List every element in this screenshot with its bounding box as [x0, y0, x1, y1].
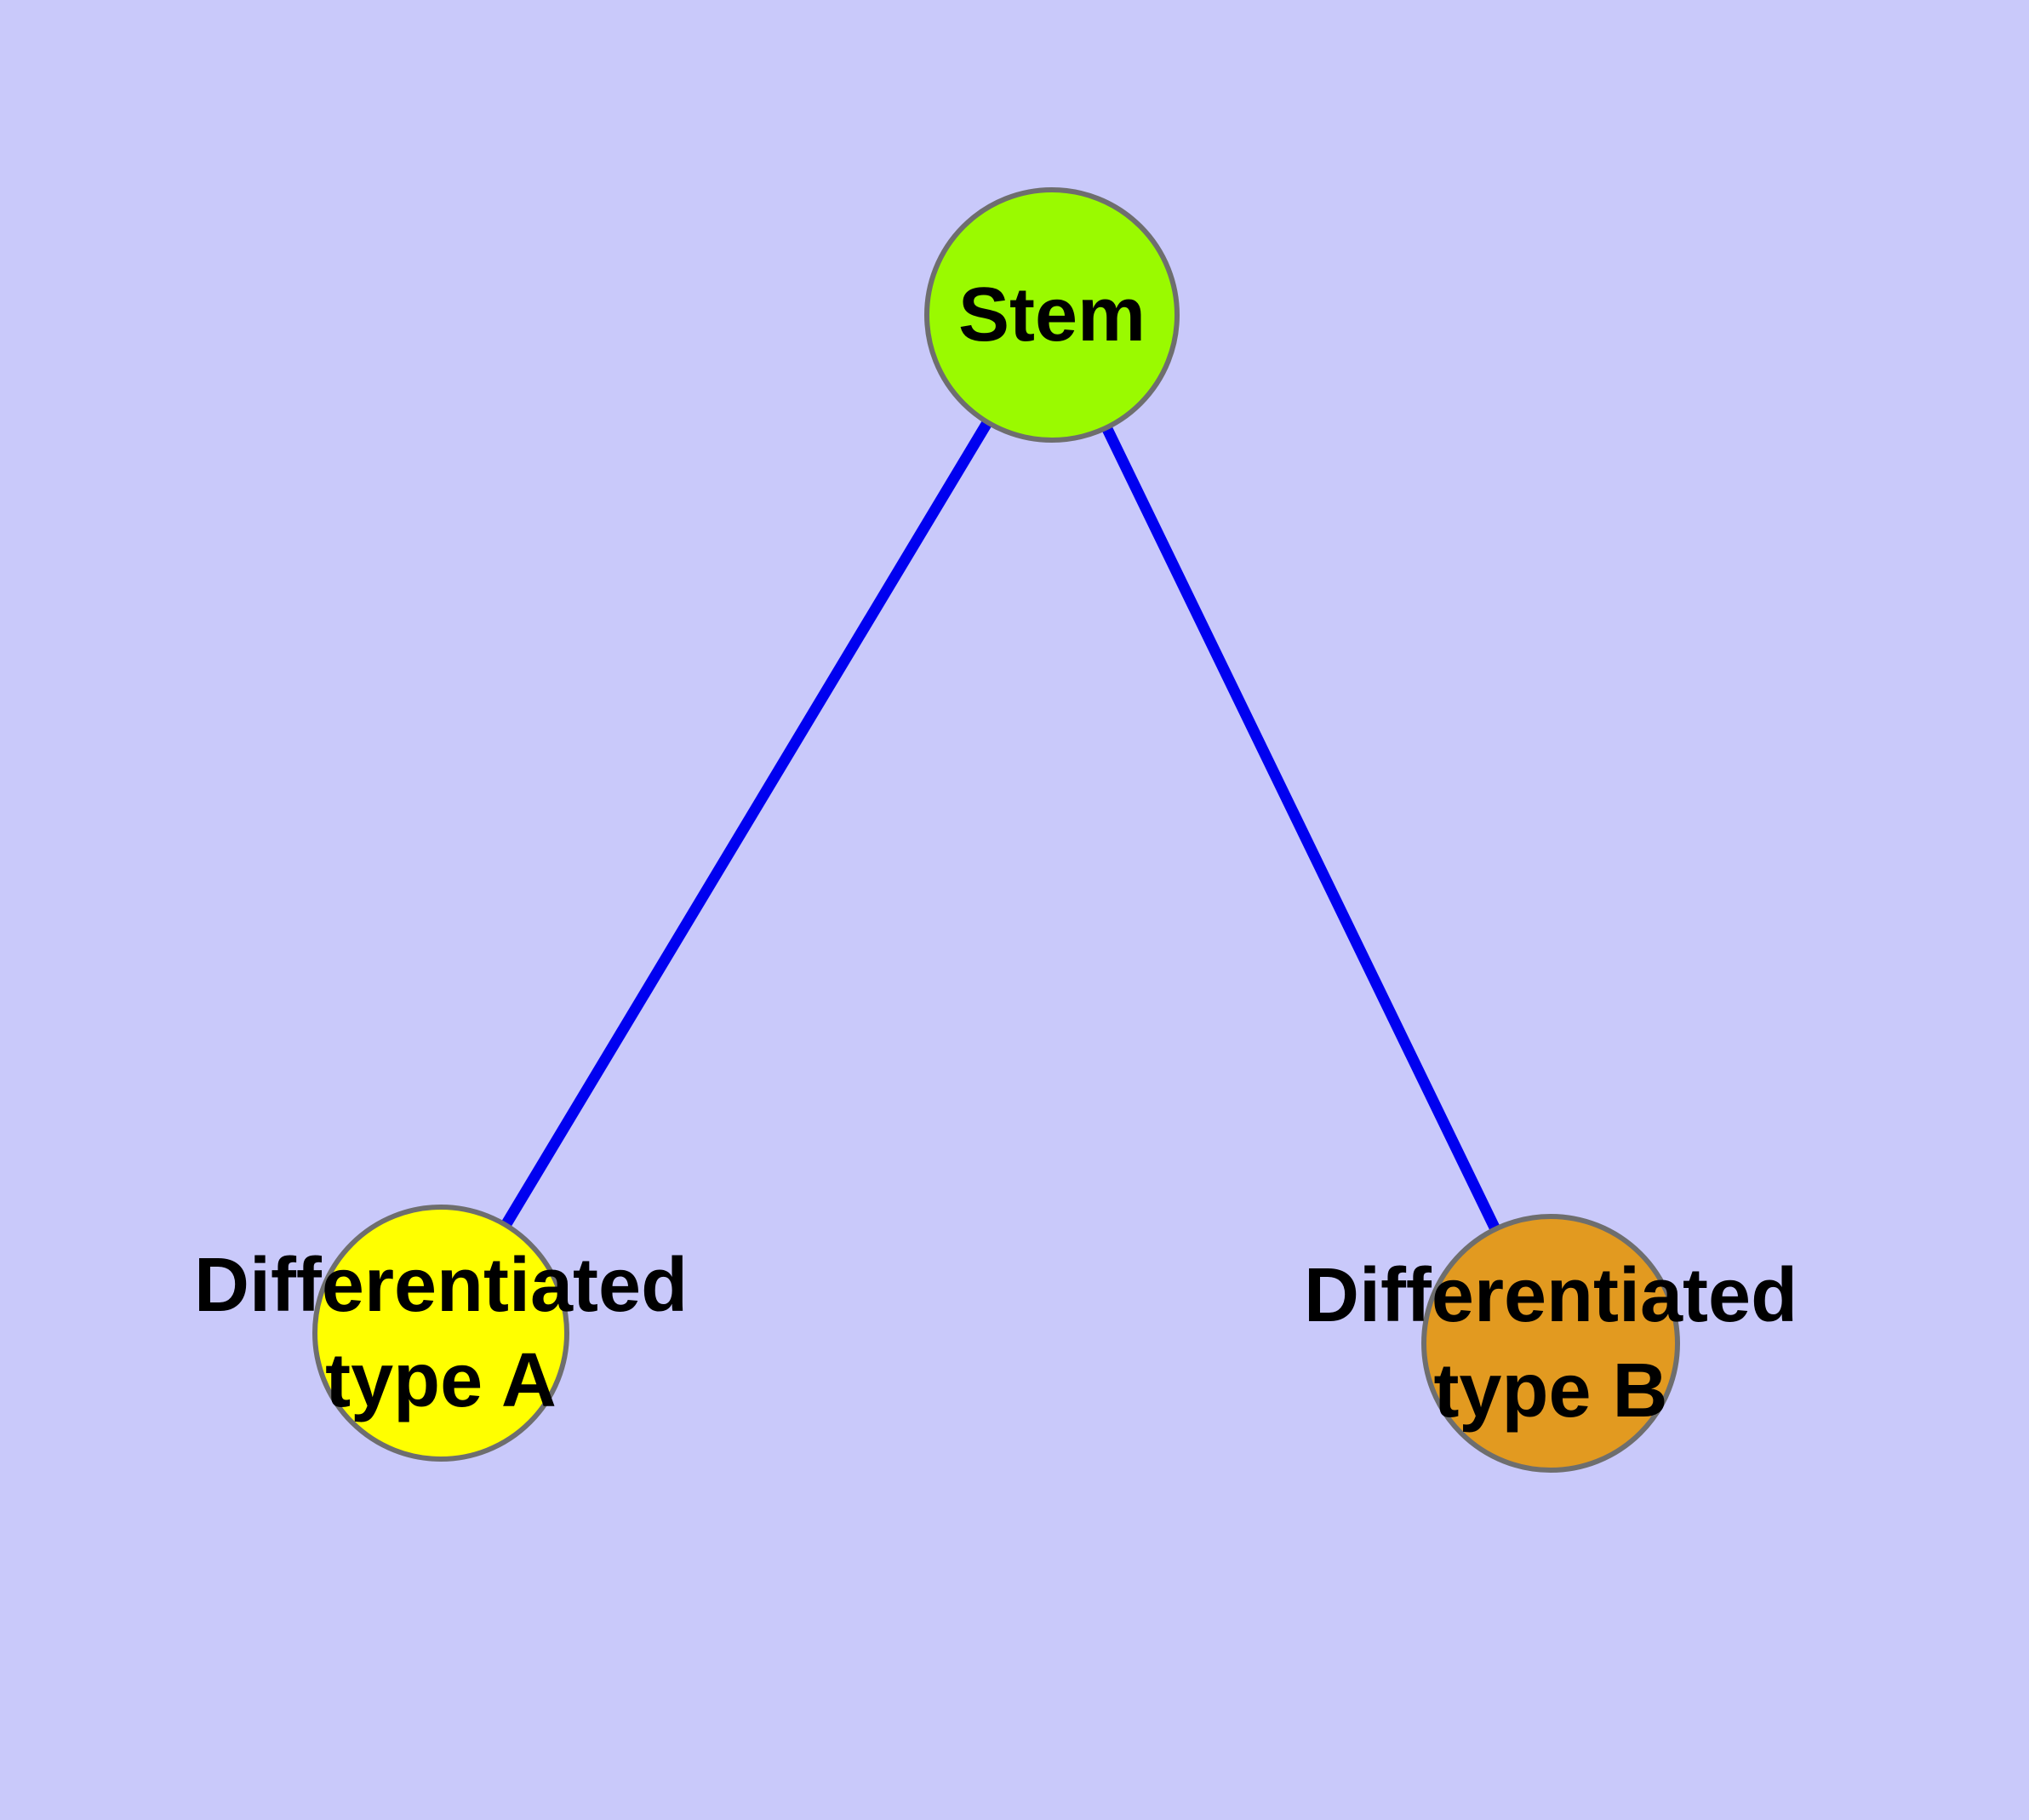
node-differentiated-type-b-label: Differentiated type B: [1304, 1248, 1798, 1439]
node-differentiated-type-b-label-line1: Differentiated: [1303, 1253, 1798, 1338]
node-stem-label: Stem: [958, 267, 1146, 363]
node-differentiated-type-a-label-line2: type A: [325, 1338, 557, 1423]
node-stem-label-text: Stem: [957, 272, 1146, 358]
edge-stem-to-type-a: [436, 312, 1057, 1336]
node-differentiated-type-a-label-line1: Differentiated: [193, 1243, 689, 1328]
node-differentiated-type-b-circle: [1421, 1214, 1680, 1473]
node-differentiated-type-a-circle: [312, 1205, 569, 1462]
edge-stem-to-type-b: [1047, 312, 1556, 1346]
node-differentiated-type-a-label: Differentiated type A: [194, 1238, 688, 1428]
node-stem: Stem: [924, 187, 1180, 443]
node-differentiated-type-b: Differentiated type B: [1304, 1214, 1798, 1473]
node-differentiated-type-a: Differentiated type A: [194, 1205, 688, 1462]
node-stem-circle: [924, 187, 1180, 443]
node-differentiated-type-b-label-line2: type B: [1433, 1348, 1668, 1434]
